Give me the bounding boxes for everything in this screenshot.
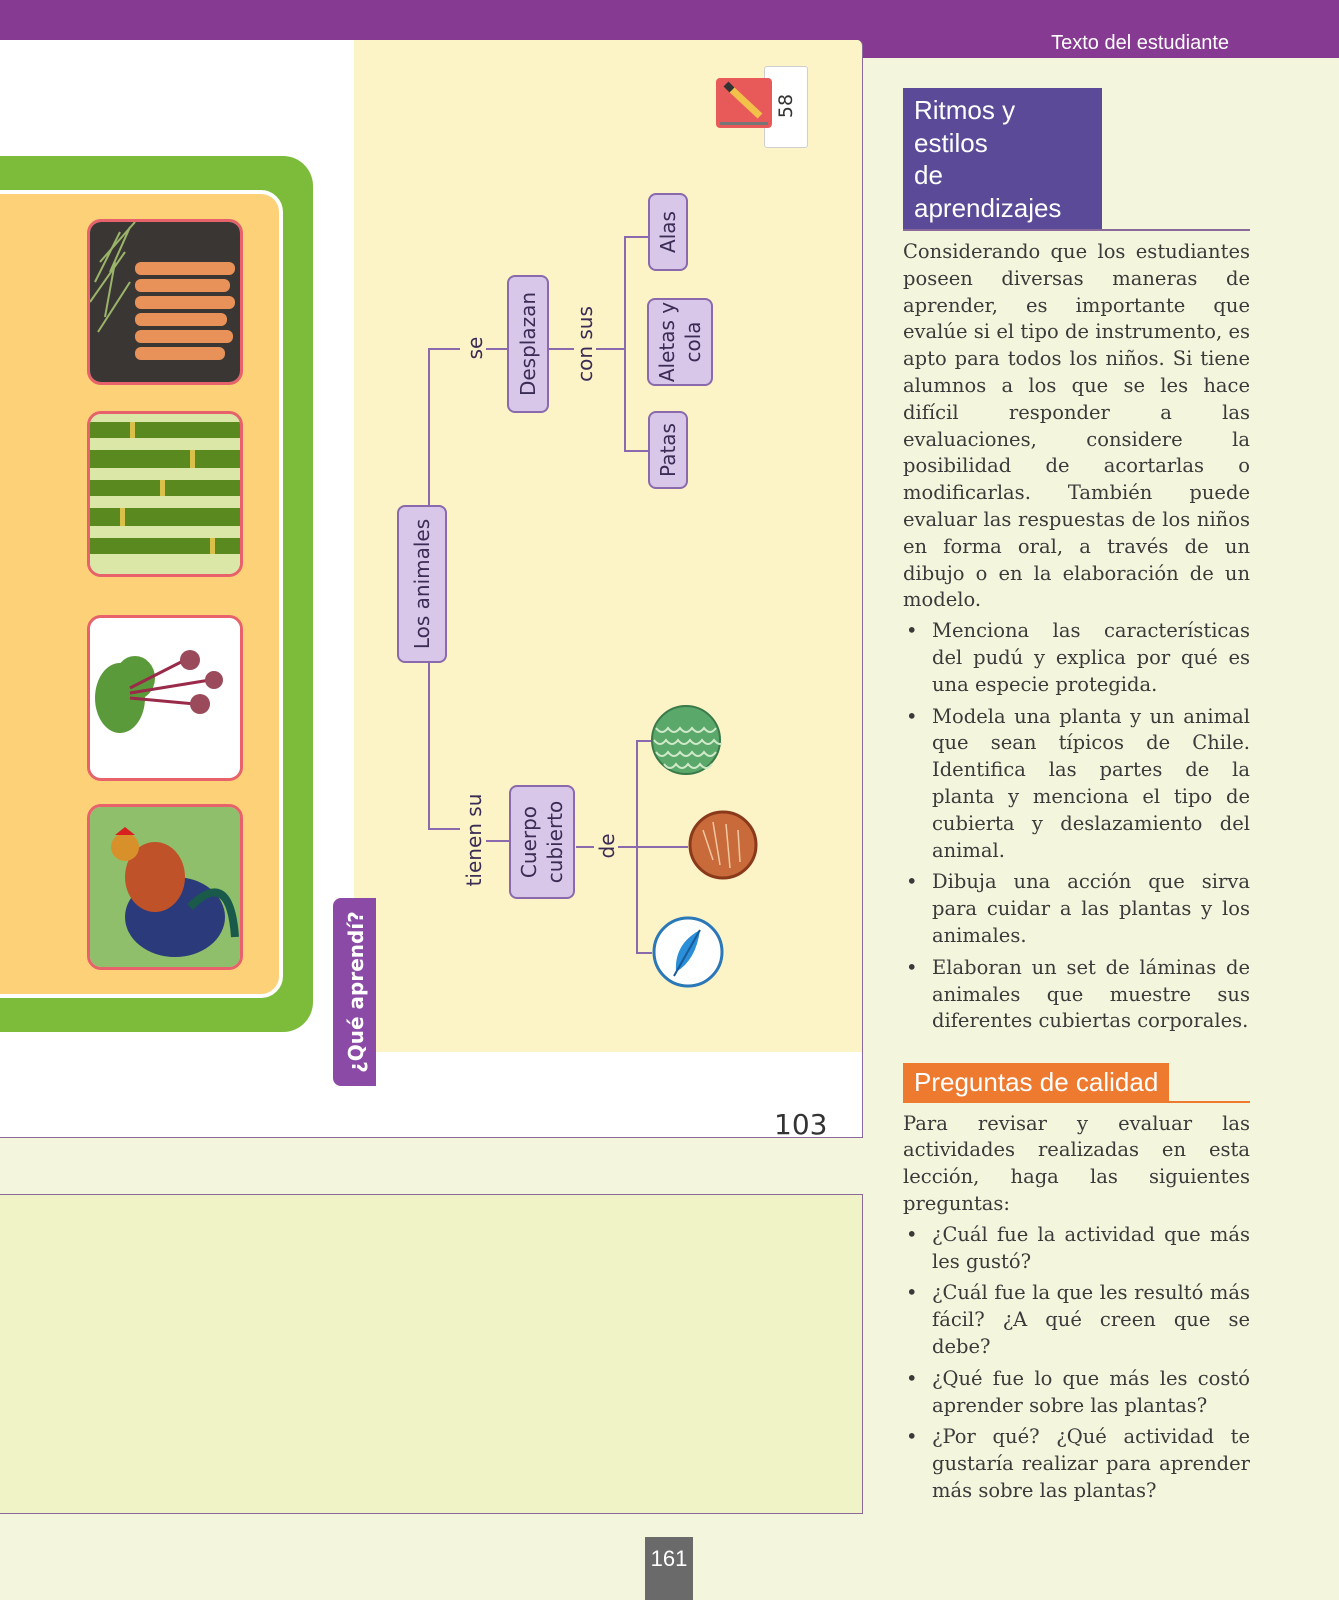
map-node-alas: Alas	[648, 193, 688, 271]
notes-box	[0, 1194, 863, 1514]
fur-icon	[688, 810, 758, 880]
map-bracket-move	[624, 236, 626, 452]
map-connector-se: se	[463, 336, 487, 360]
carrots-photo	[87, 219, 243, 385]
map-node-desplazan: Desplazan	[507, 275, 549, 413]
map-line-consus	[548, 348, 574, 350]
map-line-scales	[636, 740, 652, 742]
map-connector-con-sus: con sus	[573, 306, 597, 382]
pencil-icon	[716, 78, 772, 128]
map-connector-de: de	[595, 833, 619, 859]
list-item: Elaboran un set de láminas de ani­males …	[903, 955, 1250, 1035]
list-item: Modela una planta y un animal que sean t…	[903, 704, 1250, 865]
map-line-tienen	[428, 828, 460, 830]
preguntas-title-wrap: Preguntas de calidad	[903, 1063, 1250, 1103]
map-line-alas	[624, 236, 648, 238]
list-item: Menciona las características del pudú y …	[903, 618, 1250, 698]
student-page-number: 103	[774, 1108, 828, 1138]
bamboo-photo	[87, 411, 243, 577]
list-item: ¿Qué fue lo que más les costó aprender s…	[903, 1366, 1250, 1420]
preguntas-body: Para revisar y evaluar las actividades r…	[903, 1111, 1250, 1215]
ritmos-title: Ritmos y estilos de aprendizajes	[903, 88, 1102, 229]
map-line-de	[576, 846, 594, 848]
map-line-consus-2	[596, 348, 626, 350]
que-aprendi-label: ¿Qué aprendí?	[344, 911, 368, 1073]
rooster-photo	[87, 804, 243, 970]
beets-photo	[87, 615, 243, 781]
ritmos-title-line2: de aprendizajes	[914, 160, 1062, 223]
map-line-feather	[636, 952, 652, 954]
map-node-cuerpo-cubierto: Cuerpo cubierto	[509, 785, 575, 899]
preguntas-bullets: ¿Cuál fue la actividad que más les gustó…	[903, 1222, 1250, 1505]
ritmos-title-line1: Ritmos y estilos	[914, 95, 1016, 158]
list-item: ¿Cuál fue la que les resultó más fá­cil?…	[903, 1280, 1250, 1360]
map-line-se-2	[486, 348, 510, 350]
map-node-patas: Patas	[648, 411, 688, 489]
map-line-tienen-2	[486, 840, 510, 842]
list-item: ¿Cuál fue la actividad que más les gustó…	[903, 1222, 1250, 1276]
footer-page-number: 161	[650, 1546, 688, 1571]
header-label: Texto del estudiante	[1051, 32, 1229, 54]
map-root-node: Los animales	[397, 505, 447, 663]
que-aprendi-tab	[333, 898, 376, 1086]
map-connector-tienen-su: tienen su	[462, 793, 486, 887]
feather-icon	[652, 916, 724, 988]
student-page: 58 Los animales se Desplazan con sus Ala…	[0, 40, 863, 1138]
list-item: Dibuja una acción que sirva para cuidar …	[903, 869, 1250, 949]
page-ref-number: 58	[775, 93, 797, 119]
map-line-se	[428, 348, 460, 350]
preguntas-title: Preguntas de calidad	[903, 1063, 1170, 1101]
ritmos-bullets: Menciona las características del pudú y …	[903, 618, 1250, 1035]
map-line-de-2	[618, 846, 688, 848]
map-node-aletas: Aletas y cola	[647, 298, 713, 386]
ritmos-body: Considerando que los estudiantes po­seen…	[903, 240, 1250, 612]
scales-icon	[650, 704, 727, 776]
ritmos-title-wrap: Ritmos y estilos de aprendizajes	[903, 88, 1250, 231]
list-item: ¿Por qué? ¿Qué actividad te gustaría rea…	[903, 1424, 1250, 1504]
footer-page-box	[645, 1537, 693, 1600]
map-line-patas	[624, 450, 648, 452]
map-bracket-cover	[636, 740, 638, 954]
teacher-notes-column: Ritmos y estilos de aprendizajes Conside…	[903, 88, 1250, 1510]
